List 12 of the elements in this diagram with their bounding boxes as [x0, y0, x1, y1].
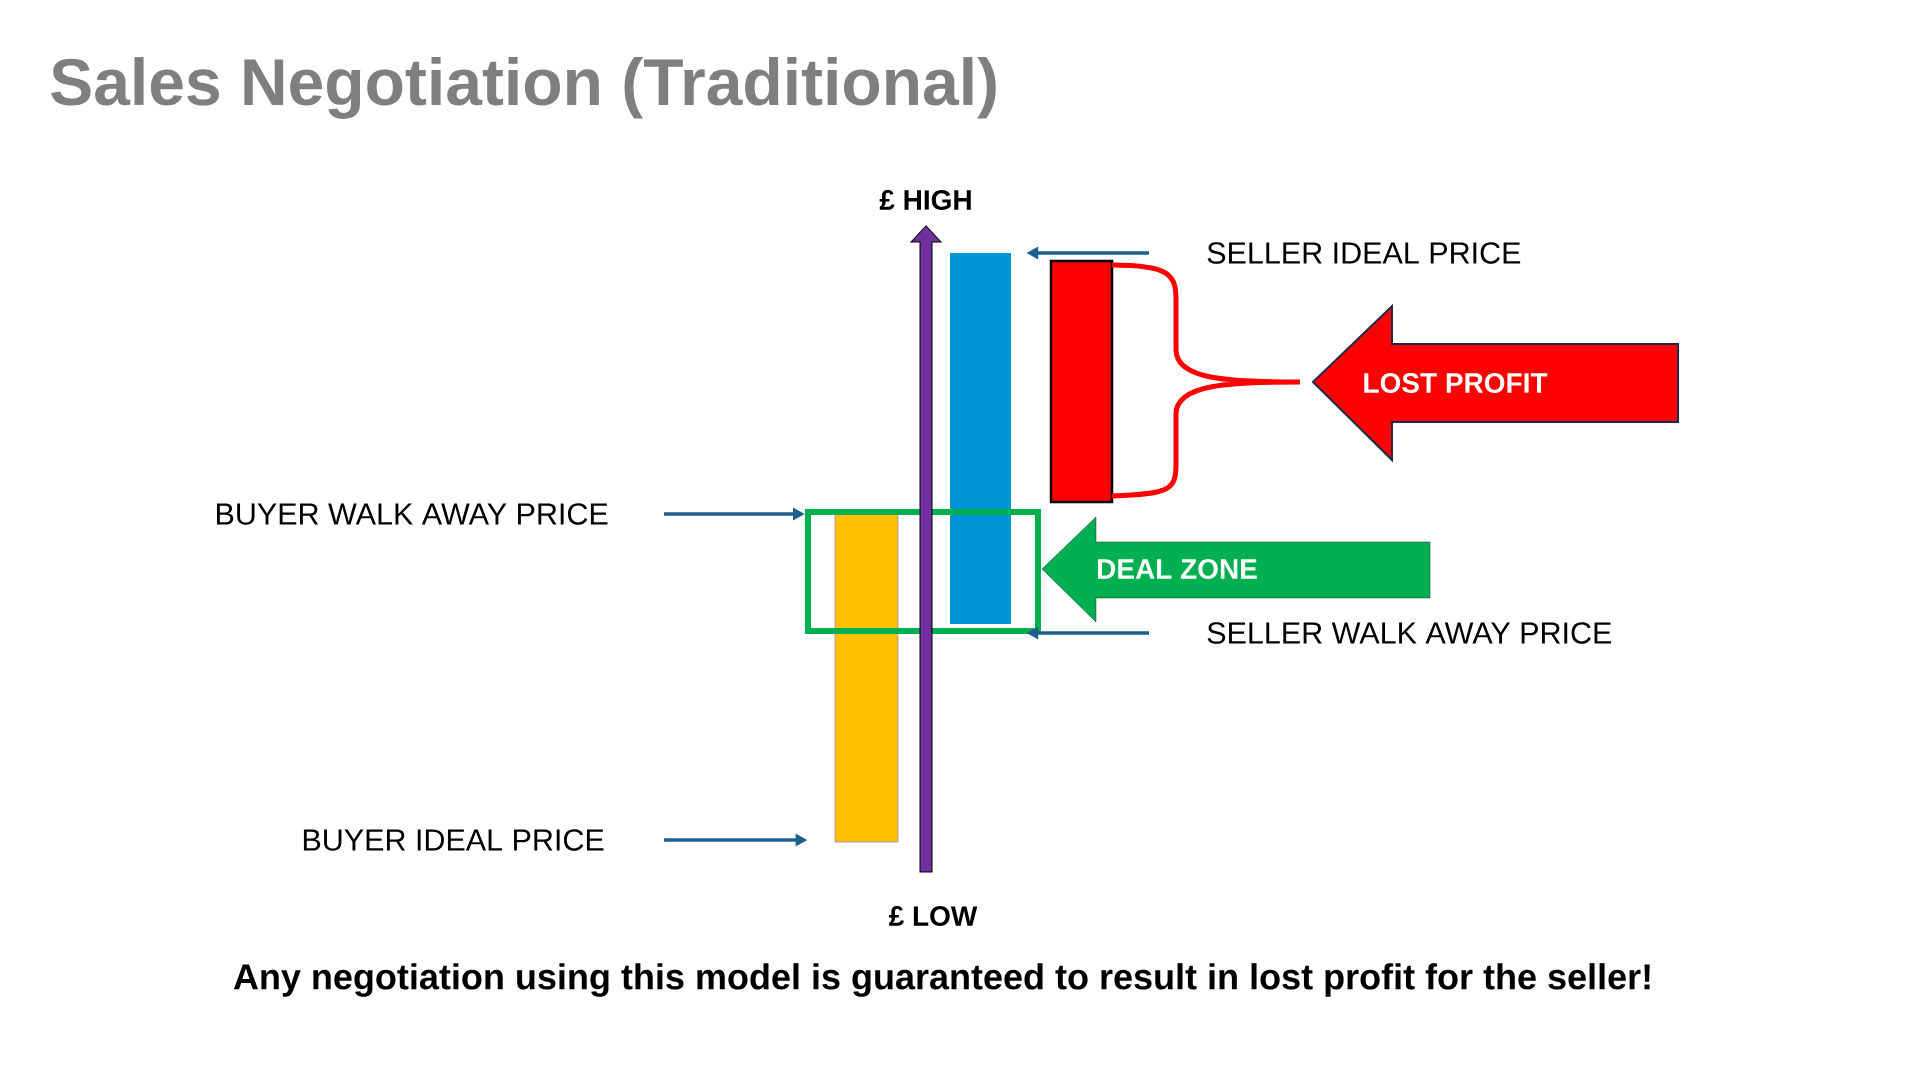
- deal-zone-frame: [805, 509, 1041, 634]
- profit-bar: [1049, 259, 1114, 504]
- price-label: BUYER WALK AWAY PRICE: [217, 503, 608, 525]
- axis-label: £ HIGH: [879, 190, 971, 210]
- price-label: SELLER IDEAL PRICE: [1207, 242, 1521, 264]
- price-label: BUYER IDEAL PRICE: [303, 829, 604, 851]
- axis-label: £ LOW: [888, 906, 978, 926]
- price-bar: [834, 513, 899, 843]
- title: Sales Negotiation (Traditional): [51, 57, 996, 119]
- price-label: SELLER WALK AWAY PRICE: [1207, 622, 1612, 644]
- price-bar: [950, 253, 1011, 624]
- caption: Any negotiation using this model is guaranteed to result in lost profit for the seller!: [233, 963, 1650, 997]
